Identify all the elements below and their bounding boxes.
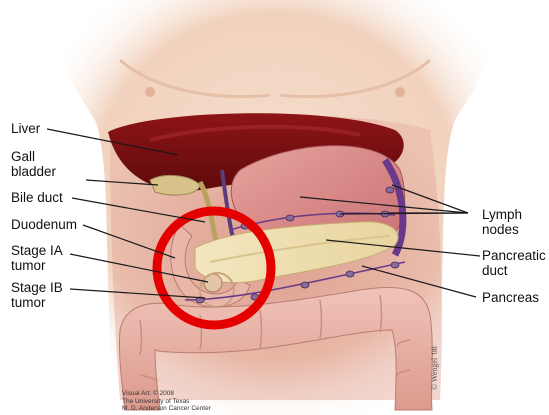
label-lymph-nodes: Lymph nodes (482, 207, 522, 237)
nipple-left (145, 87, 155, 97)
label-liver: Liver (11, 121, 40, 136)
label-bile-duct: Bile duct (11, 190, 63, 205)
credit-text: Visual Art: © 2008 The University of Tex… (122, 390, 211, 413)
label-pancreatic-duct: Pancreatic duct (482, 248, 546, 278)
label-stage-ib-tumor: Stage IB tumor (11, 280, 63, 310)
nipple-right (395, 87, 405, 97)
label-stage-ia-tumor: Stage IA tumor (11, 243, 63, 273)
artist-signature: © Wengel '08 (430, 346, 439, 390)
label-pancreas: Pancreas (482, 290, 539, 305)
label-duodenum: Duodenum (11, 217, 77, 232)
label-gall-bladder: Gall bladder (11, 149, 56, 179)
